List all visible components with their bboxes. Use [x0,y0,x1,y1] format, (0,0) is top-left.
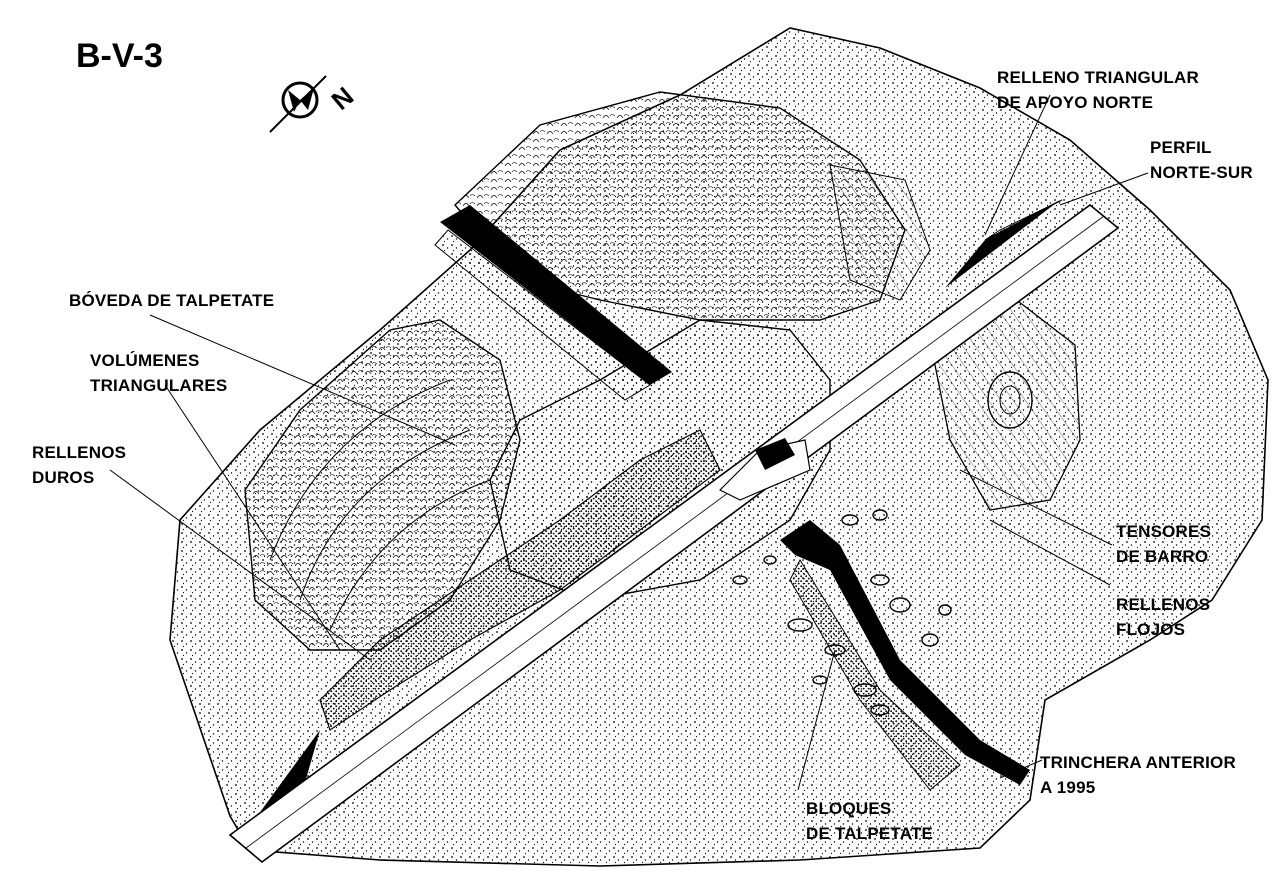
label-rellenos-duros: RELLENOS DUROS [32,440,126,490]
label-line: RELLENO TRIANGULAR [997,68,1199,87]
north-letter: N [326,81,360,116]
label-rellenos-flojos: RELLENOS FLOJOS [1116,592,1210,642]
upper-trench-fill [434,229,651,401]
label-line: RELLENOS [32,443,127,462]
label-line: DUROS [32,468,95,487]
label-line: VOLÚMENES [90,351,200,370]
trench-side-fill [789,558,961,791]
label-boveda: BÓVEDA DE TALPETATE [69,288,274,313]
label-line: TENSORES [1116,522,1212,541]
label-line: TRIANGULARES [90,376,228,395]
label-tensores: TENSORES DE BARRO [1116,519,1211,569]
vault-arc-3 [329,479,491,631]
upper-trench-wall [440,205,672,385]
triangular-volume-south [250,730,320,826]
label-line: NORTE-SUR [1150,163,1253,182]
label-line: A 1995 [1040,778,1096,797]
right-block [929,294,1081,511]
diagram-title: B-V-3 [76,37,163,75]
north-arrow-icon: N [269,75,360,133]
label-trinchera: TRINCHERA ANTERIOR A 1995 [1040,750,1236,800]
lower-band [319,429,721,731]
label-line: DE APOYO NORTE [997,93,1154,112]
triangular-fill-dots [984,199,1063,241]
leader-lines [109,94,1149,791]
label-line: PERFIL [1150,138,1212,157]
label-line: DE BARRO [1116,547,1209,566]
label-line: FLOJOS [1116,620,1186,639]
vault-arc-2 [299,429,471,601]
talpetate-blocks [732,509,952,716]
label-line: BÓVEDA DE TALPETATE [69,291,275,310]
label-line: DE TALPETATE [806,824,934,843]
label-volumenes: VOLÚMENES TRIANGULARES [90,348,227,398]
label-bloques: BLOQUES DE TALPETATE [806,796,933,846]
triangular-volume-north [945,200,1060,288]
label-relleno-triangular: RELLENO TRIANGULAR DE APOYO NORTE [997,65,1199,115]
label-perfil: PERFIL NORTE-SUR [1150,135,1253,185]
upper-hatch [829,164,931,301]
label-line: RELLENOS [1116,595,1211,614]
trench-1995 [780,520,1030,785]
label-line: BLOQUES [806,799,892,818]
label-line: TRINCHERA ANTERIOR [1040,753,1236,772]
vault-arc-1 [269,379,451,561]
